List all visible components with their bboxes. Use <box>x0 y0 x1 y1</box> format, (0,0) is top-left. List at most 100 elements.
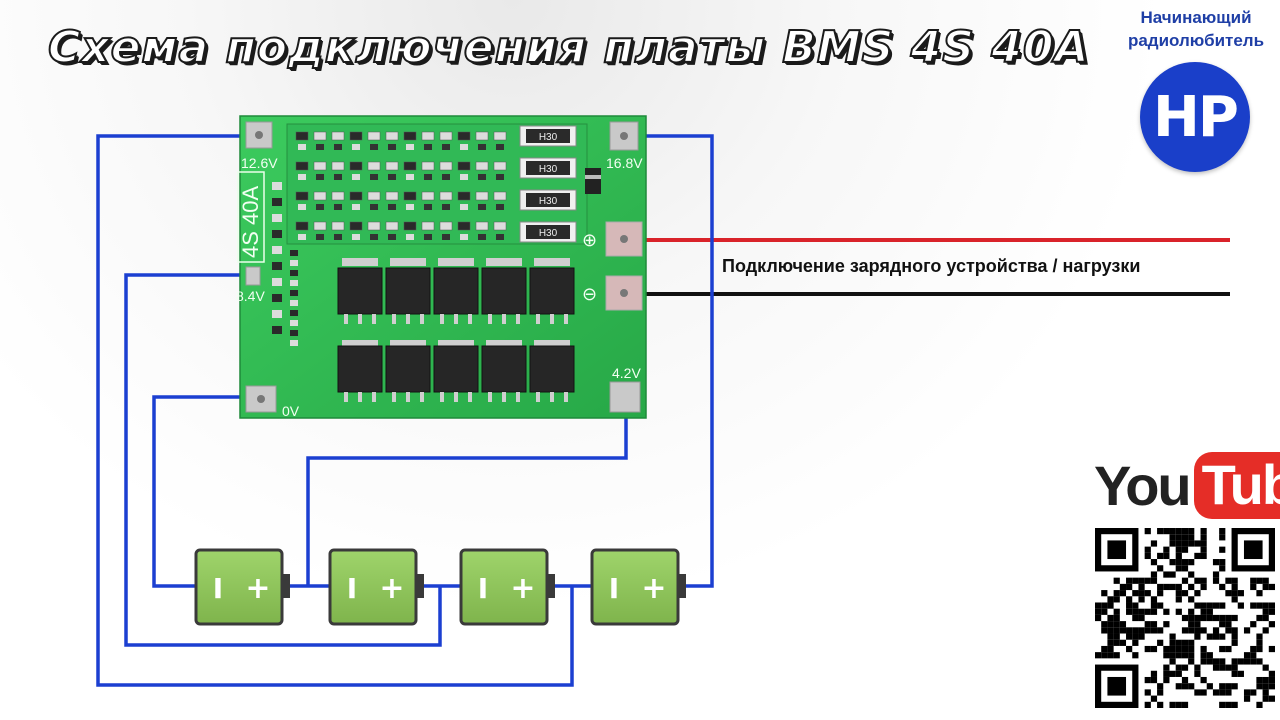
smd-chip <box>403 191 417 201</box>
pad-8v4[interactable] <box>245 266 261 286</box>
qr-module <box>1150 559 1158 566</box>
qr-module <box>1194 614 1201 622</box>
qr-module <box>1200 652 1207 659</box>
qr-module <box>1194 633 1201 640</box>
qr-module <box>1225 621 1232 628</box>
qr-module <box>1169 534 1176 541</box>
qr-code[interactable] <box>1095 528 1275 708</box>
mosfet-array <box>337 258 575 402</box>
qr-module <box>1262 683 1269 690</box>
qr-module <box>1150 608 1158 615</box>
smd-chip <box>298 204 306 210</box>
qr-module <box>1101 621 1108 628</box>
smd-chip <box>457 131 471 141</box>
qr-module <box>1107 596 1114 603</box>
smd-chip <box>478 204 486 210</box>
battery-plus: + <box>379 571 404 606</box>
smd-chip <box>290 290 298 296</box>
channel-logo[interactable]: НР <box>1140 62 1250 172</box>
smd-chip <box>475 161 489 171</box>
smd-chip <box>367 131 381 141</box>
qr-module <box>1250 652 1257 659</box>
label-8v4: 8.4V <box>236 288 265 304</box>
qr-module <box>1188 614 1195 622</box>
qr-module <box>1188 534 1195 541</box>
qr-module <box>1132 614 1139 622</box>
mosfet-lead <box>516 392 520 402</box>
smd-chip <box>352 144 360 150</box>
qr-module <box>1169 559 1176 566</box>
qr-module <box>1138 583 1145 591</box>
qr-module <box>1262 676 1269 684</box>
wire-0v <box>152 395 262 588</box>
mosfet <box>385 267 431 315</box>
qr-module <box>1150 577 1158 584</box>
pad-16v8[interactable] <box>609 121 639 151</box>
qr-module <box>1250 658 1257 665</box>
qr-module <box>1113 627 1120 634</box>
qr-module <box>1126 577 1133 584</box>
qr-module <box>1231 627 1238 634</box>
qr-finder-core <box>1243 540 1263 560</box>
qr-module <box>1175 528 1182 535</box>
smd-chip <box>478 234 486 240</box>
mosfet <box>433 345 479 393</box>
mosfet-lead <box>454 314 458 324</box>
smd-chip <box>349 131 363 141</box>
smd-chip <box>352 234 360 240</box>
qr-module <box>1231 614 1238 622</box>
qr-module <box>1138 596 1145 603</box>
qr-module <box>1194 552 1201 560</box>
smd-chip <box>388 144 396 150</box>
qr-module <box>1256 602 1263 609</box>
qr-module <box>1200 540 1207 547</box>
qr-module <box>1175 552 1182 560</box>
qr-module <box>1163 670 1170 677</box>
qr-module <box>1200 676 1207 684</box>
qr-module <box>1206 614 1213 622</box>
qr-module <box>1113 608 1120 615</box>
qr-finder-core <box>1107 540 1127 560</box>
mosfet-lead <box>502 314 506 324</box>
smd-chip <box>349 161 363 171</box>
qr-module <box>1138 633 1145 640</box>
qr-module <box>1113 639 1120 646</box>
qr-module <box>1126 627 1133 634</box>
qr-module <box>1237 602 1244 609</box>
qr-module <box>1181 627 1189 634</box>
youtube-logo[interactable]: You Tube <box>1094 446 1280 524</box>
shunt-code: H30 <box>539 228 558 239</box>
smd-chip <box>406 174 414 180</box>
qr-module <box>1175 596 1182 603</box>
smd-chip <box>272 230 282 238</box>
smd-chip <box>424 204 432 210</box>
qr-module <box>1256 645 1263 653</box>
qr-module <box>1169 528 1176 535</box>
qr-module <box>1119 627 1127 634</box>
smd-chip <box>403 131 417 141</box>
qr-module <box>1194 602 1201 609</box>
smd-chip <box>385 131 399 141</box>
qr-module <box>1231 633 1238 640</box>
qr-module <box>1194 577 1201 584</box>
qr-module <box>1175 608 1182 615</box>
qr-module <box>1225 590 1232 597</box>
qr-module <box>1243 658 1251 665</box>
qr-module <box>1200 534 1207 541</box>
pad-4v2[interactable] <box>609 381 641 413</box>
qr-module <box>1262 689 1269 696</box>
smd-chip <box>352 174 360 180</box>
smd-chip <box>370 234 378 240</box>
qr-module <box>1225 577 1232 584</box>
smd-chip <box>475 131 489 141</box>
qr-module <box>1132 608 1139 615</box>
qr-module <box>1119 621 1127 628</box>
qr-module <box>1200 645 1207 653</box>
qr-module <box>1113 614 1120 622</box>
qr-module <box>1188 608 1195 615</box>
qr-module <box>1194 590 1201 597</box>
qr-module <box>1169 633 1176 640</box>
youtube-tube-text: Tube <box>1193 451 1280 519</box>
qr-module <box>1150 627 1158 634</box>
